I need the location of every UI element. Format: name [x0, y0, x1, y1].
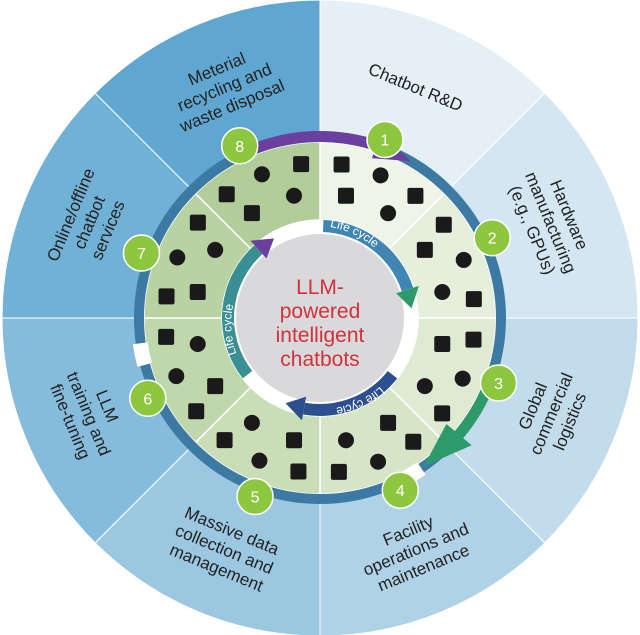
stage-icon	[454, 370, 471, 387]
icon-group-3	[416, 331, 482, 422]
icon-group-2	[416, 216, 482, 308]
stage-badge-5: 5	[236, 477, 274, 516]
ring-gap	[132, 342, 152, 367]
stage-badges: 1 2 3 4 5 6 7 8	[122, 120, 518, 516]
stage-icon	[158, 288, 175, 305]
stage-icon	[337, 432, 354, 449]
life-cycle-arrow-3-head	[250, 238, 274, 259]
life-cycle-label-3: Life cycle	[220, 302, 239, 357]
stage-icon	[290, 463, 307, 480]
icon-group-6	[158, 328, 224, 420]
stage-icon	[168, 368, 185, 385]
badge-number: 4	[396, 483, 405, 500]
stage-icon	[293, 156, 310, 173]
badge-circle	[129, 379, 167, 418]
arc-segment-purple	[240, 131, 384, 159]
badge-number: 2	[488, 231, 497, 248]
stage-icon	[207, 241, 224, 258]
badge-number: 7	[137, 246, 146, 263]
center-line-4: chatbots	[280, 348, 359, 371]
stage-icon	[286, 432, 303, 449]
stage-icon	[189, 214, 206, 231]
badge-number: 5	[251, 490, 260, 507]
icon-groups	[158, 156, 482, 480]
badge-circle	[236, 477, 274, 516]
stage-icon	[405, 433, 422, 450]
icon-group-1	[333, 156, 424, 222]
stage-icon	[253, 166, 270, 183]
stage-icon	[380, 205, 397, 222]
stage-icon	[380, 414, 397, 431]
icon-group-4	[330, 414, 422, 480]
stage-icon	[407, 187, 424, 204]
center-line-2: powered	[280, 300, 361, 323]
stage-icon	[337, 187, 354, 204]
stage-icon	[370, 453, 387, 470]
life-cycle-arrow-1-head	[396, 285, 419, 309]
badge-circle	[122, 234, 161, 272]
badge-number: 1	[381, 132, 390, 149]
stage-icon	[243, 414, 260, 431]
badge-circle	[381, 471, 420, 509]
center-line-1: LLM-	[296, 276, 344, 299]
badge-circle	[479, 364, 518, 402]
life-cycle-arrow-1-body	[323, 220, 414, 292]
stage-icon	[169, 249, 186, 266]
stage-icon	[189, 335, 206, 352]
stage-badge-3: 3	[479, 364, 518, 402]
stage-icon	[158, 328, 175, 345]
stage-badge-2: 2	[473, 218, 511, 257]
center-line-3: intelligent	[276, 324, 365, 347]
stage-badge-4: 4	[381, 471, 420, 509]
stage-badge-8: 8	[220, 127, 259, 165]
stage-icon	[434, 405, 451, 422]
stage-badge-6: 6	[129, 379, 167, 418]
icon-group-7	[158, 214, 224, 305]
stage-icon	[372, 167, 389, 184]
life-cycle-arrow-2-body	[302, 370, 398, 416]
badge-circle	[473, 218, 511, 257]
life-cycle-arrow-2-head	[285, 396, 307, 421]
stage-icon	[434, 284, 451, 301]
stage-icon	[416, 241, 433, 258]
stage-icon	[286, 187, 303, 204]
stage-icon	[333, 156, 350, 173]
badge-number: 6	[143, 391, 152, 408]
badge-circle	[220, 127, 259, 165]
life-cycle-arrow-3-body	[222, 245, 263, 379]
stage-icon	[330, 463, 347, 480]
stage-icon	[434, 335, 451, 352]
center-circle	[236, 234, 404, 402]
life-cycle-arrows	[222, 220, 419, 421]
badge-number: 8	[235, 139, 244, 156]
badge-number: 3	[494, 376, 503, 393]
stage-icon	[207, 378, 224, 395]
stage-badge-1: 1	[366, 120, 404, 159]
stage-icon	[189, 284, 206, 301]
center-title: LLM- powered intelligent chatbots	[276, 276, 365, 371]
stage-icon	[465, 291, 482, 308]
arrowhead-green	[423, 424, 472, 467]
icon-group-5	[216, 414, 307, 480]
stage-icon	[251, 452, 268, 469]
icon-group-8	[218, 156, 310, 222]
stage-icon	[216, 432, 233, 449]
stage-icon	[435, 216, 452, 233]
stage-icon	[218, 186, 235, 203]
stage-badge-7: 7	[122, 234, 161, 272]
stage-icon	[188, 403, 205, 420]
stage-icon	[465, 331, 482, 348]
badge-circle	[366, 120, 404, 159]
stage-icon	[416, 378, 433, 395]
stage-icon	[455, 251, 472, 268]
stage-icon	[243, 205, 260, 222]
